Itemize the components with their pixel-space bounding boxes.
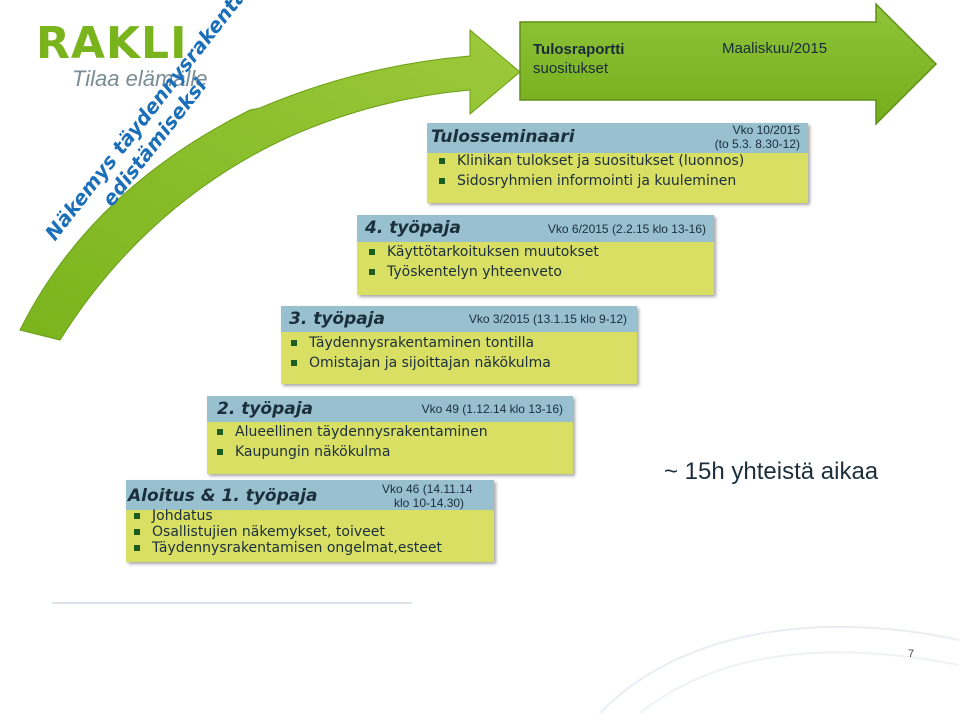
bullet-icon — [217, 449, 223, 455]
list-item: Alueellinen täydennysrakentaminen — [215, 422, 488, 442]
decorative-curve — [639, 651, 959, 713]
list-item-text: Klinikan tulokset ja suositukset (luonno… — [457, 153, 745, 169]
bullet-icon — [439, 178, 445, 184]
list-item-text: Osallistujien näkemykset, toiveet — [152, 524, 385, 540]
box-workshop-3: 3. työpaja Vko 3/2015 (13.1.15 klo 9-12)… — [281, 306, 637, 384]
list-item: Täydennysrakentaminen tontilla — [289, 333, 551, 353]
report-date: Maaliskuu/2015 — [722, 40, 828, 57]
list-item-text: Omistajan ja sijoittajan näkökulma — [309, 355, 551, 371]
list-item-text: Johdatus — [152, 508, 213, 524]
bullet-icon — [291, 360, 297, 366]
box-workshop-3-list: Täydennysrakentaminen tontilla Omistajan… — [289, 333, 551, 373]
box-seminar: Tulosseminaari Vko 10/2015 (to 5.3. 8.30… — [427, 123, 808, 203]
box-workshop-1: Aloitus & 1. työpaja Vko 46 (14.11.14 kl… — [126, 480, 494, 562]
box-workshop-4: 4. työpaja Vko 6/2015 (2.2.15 klo 13-16)… — [357, 215, 714, 295]
box-seminar-date-line1: Vko 10/2015 — [732, 123, 800, 137]
list-item: Sidosryhmien informointi ja kuuleminen — [437, 171, 744, 191]
box-workshop-4-title: 4. työpaja — [365, 218, 462, 238]
bullet-icon — [217, 429, 223, 435]
box-workshop-3-title: 3. työpaja — [289, 309, 386, 329]
list-item-text: Alueellinen täydennysrakentaminen — [235, 424, 488, 440]
list-item: Työskentelyn yhteenveto — [367, 262, 599, 282]
list-item: Omistajan ja sijoittajan näkökulma — [289, 353, 551, 373]
list-item-text: Työskentelyn yhteenveto — [387, 264, 562, 280]
box-workshop-1-title: Aloitus & 1. työpaja — [128, 486, 318, 506]
box-workshop-2-title: 2. työpaja — [217, 399, 314, 419]
logo-tagline: Tilaa elämälle — [72, 66, 208, 91]
list-item-text: Täydennysrakentamisen ongelmat,esteet — [152, 540, 442, 556]
box-workshop-1-date: Vko 46 (14.11.14 klo 10-14.30) — [382, 482, 473, 510]
box-seminar-header — [427, 123, 808, 153]
box-workshop-2-header — [207, 396, 573, 422]
bullet-icon — [369, 269, 375, 275]
box-workshop-2-date: Vko 49 (1.12.14 klo 13-16) — [421, 402, 563, 416]
box-seminar-list: Klinikan tulokset ja suositukset (luonno… — [437, 151, 744, 191]
list-item-text: Käyttötarkoituksen muutokset — [387, 244, 599, 260]
list-item: Kaupungin näkökulma — [215, 442, 488, 462]
list-item-text: Sidosryhmien informointi ja kuuleminen — [457, 173, 737, 189]
box-workshop-1-header — [126, 480, 494, 510]
box-workshop-2: 2. työpaja Vko 49 (1.12.14 klo 13-16) Al… — [207, 396, 573, 474]
box-workshop-2-list: Alueellinen täydennysrakentaminen Kaupun… — [215, 422, 488, 462]
box-workshop-4-list: Käyttötarkoituksen muutokset Työskentely… — [367, 242, 599, 282]
progress-curved-arrow — [19, 28, 521, 341]
list-item: Klinikan tulokset ja suositukset (luonno… — [437, 151, 744, 171]
list-item: Osallistujien näkemykset, toiveet — [132, 524, 442, 540]
report-label: Tulosraportti suositukset — [533, 40, 624, 78]
list-item: Käyttötarkoituksen muutokset — [367, 242, 599, 262]
list-item-text: Täydennysrakentaminen tontilla — [309, 335, 535, 351]
box-workshop-1-date-line2: klo 10-14.30) — [394, 496, 465, 510]
logo-wordmark: RAKLI — [36, 18, 188, 69]
box-seminar-date-line2: (to 5.3. 8.30-12) — [714, 137, 800, 151]
list-item: Johdatus — [132, 508, 442, 524]
bullet-icon — [134, 529, 140, 535]
result-report-arrow — [519, 2, 938, 126]
box-seminar-title: Tulosseminaari — [431, 127, 575, 147]
decorative-curve — [599, 625, 959, 713]
box-workshop-3-date: Vko 3/2015 (13.1.15 klo 9-12) — [468, 312, 627, 326]
box-workshop-1-date-line1: Vko 46 (14.11.14 — [382, 482, 473, 496]
total-time-label: ~ 15h yhteistä aikaa — [664, 458, 879, 485]
box-workshop-3-header — [281, 306, 637, 332]
box-seminar-date: Vko 10/2015 (to 5.3. 8.30-12) — [715, 123, 800, 151]
rakli-logo: RAKLI Tilaa elämälle — [36, 22, 216, 92]
bullet-icon — [369, 249, 375, 255]
box-workshop-4-date: Vko 6/2015 (2.2.15 klo 13-16) — [547, 222, 706, 236]
bullet-icon — [134, 545, 140, 551]
bullet-icon — [134, 513, 140, 519]
report-title: Tulosraportti — [533, 41, 625, 58]
list-item-text: Kaupungin näkökulma — [235, 444, 391, 460]
box-workshop-1-list: Johdatus Osallistujien näkemykset, toive… — [132, 508, 442, 556]
box-workshop-4-header — [357, 215, 714, 242]
list-item: Täydennysrakentamisen ongelmat,esteet — [132, 540, 442, 556]
page-number: 7 — [908, 648, 915, 660]
report-subtitle: suositukset — [533, 60, 609, 77]
bullet-icon — [439, 158, 445, 164]
bullet-icon — [291, 340, 297, 346]
